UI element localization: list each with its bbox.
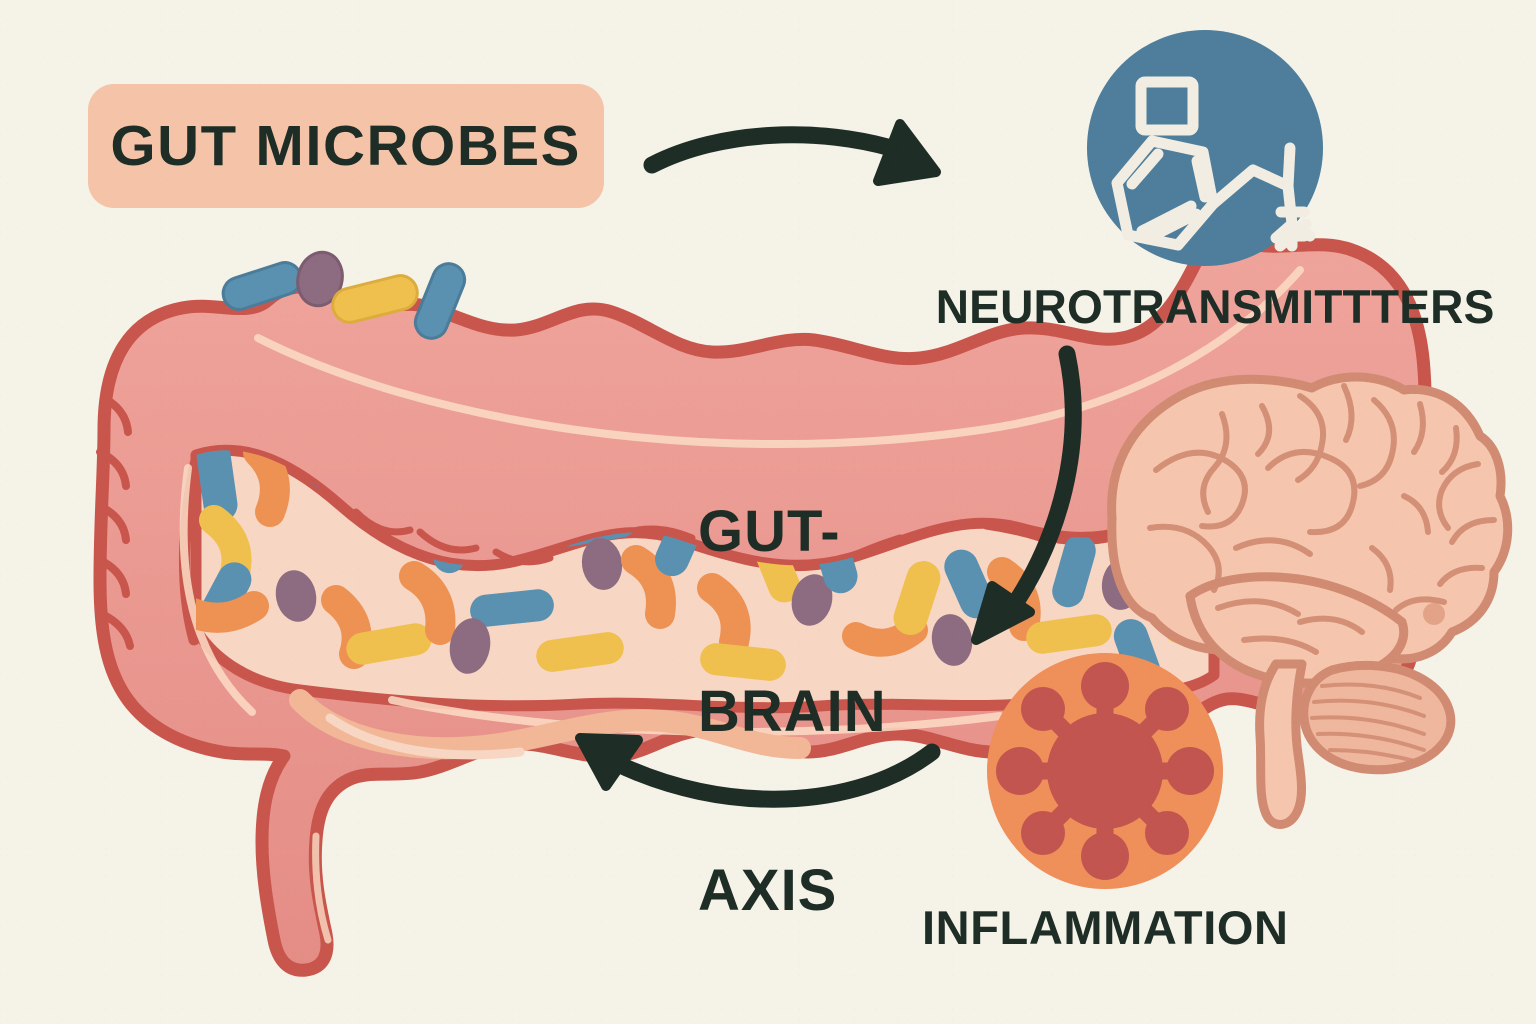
arrow-inflammation-to-gut <box>575 733 941 808</box>
gut-microbes-pill[interactable]: GUT MICROBES <box>88 84 604 208</box>
axis-label-line3: AXIS <box>698 857 838 923</box>
arrow-neuro-to-inflammation <box>971 345 1082 645</box>
bacteria-floating <box>221 250 467 340</box>
arrow-gut-to-neuro <box>643 119 941 186</box>
gut-brain-axis-label: GUT- BRAIN AXIS <box>698 383 887 1024</box>
axis-label-line1: GUT- <box>698 499 841 565</box>
axis-label-line2: BRAIN <box>698 678 887 744</box>
gut-microbes-label: GUT MICROBES <box>110 113 582 178</box>
inflammation-label: INFLAMMATION <box>922 901 1289 954</box>
neurotransmitters-label: NEUROTRANSMITTTERS <box>935 280 1495 333</box>
